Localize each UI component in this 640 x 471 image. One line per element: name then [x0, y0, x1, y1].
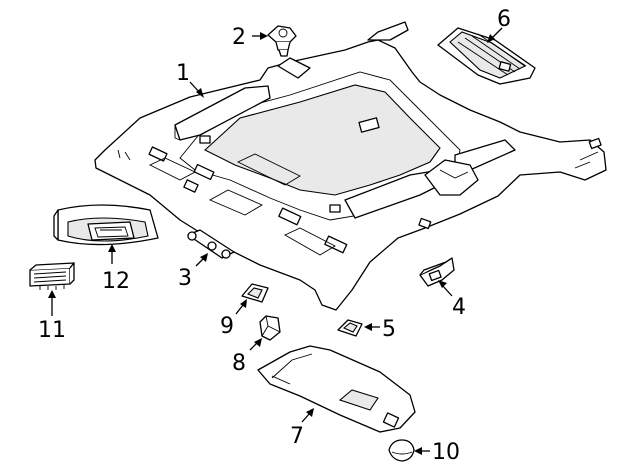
cap-part[interactable] [388, 439, 415, 462]
callout-1: 1 [176, 61, 190, 86]
callout-5: 5 [382, 317, 396, 342]
callout-4: 4 [452, 295, 466, 320]
callout-3: 3 [178, 266, 192, 291]
overhead-console-part[interactable] [53, 204, 159, 246]
sun-visor-part[interactable] [257, 345, 416, 433]
callout-8: 8 [232, 351, 246, 376]
callout-12: 12 [102, 269, 130, 294]
callout-11: 11 [38, 318, 66, 343]
callout-7: 7 [290, 424, 304, 449]
bracket-part[interactable] [187, 229, 235, 259]
callout-10: 10 [432, 440, 460, 465]
rear-shelf-panel-part[interactable] [437, 27, 536, 85]
callout-9: 9 [220, 314, 234, 339]
callout-labels: 1 2 3 4 5 6 7 8 9 10 11 12 [38, 7, 511, 465]
callout-2: 2 [232, 25, 246, 50]
visor-clip-part[interactable] [337, 319, 363, 337]
headliner-part[interactable] [94, 21, 607, 311]
lamp-module-part[interactable] [29, 262, 75, 290]
hook-bracket-part[interactable] [419, 257, 455, 287]
leader-lines [48, 27, 503, 455]
push-clip-part[interactable] [267, 25, 297, 57]
visor-bracket-part[interactable] [259, 315, 281, 341]
callout-6: 6 [497, 7, 511, 32]
retainer-clip-part[interactable] [241, 283, 269, 303]
